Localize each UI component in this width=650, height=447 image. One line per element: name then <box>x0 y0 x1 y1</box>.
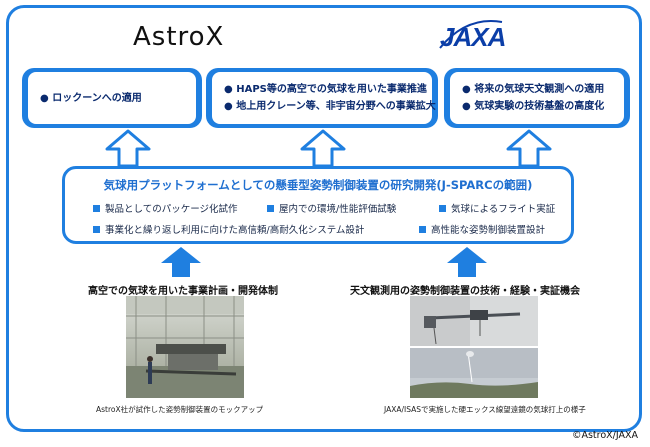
up-arrow-icon <box>300 129 346 168</box>
square-bullet-icon <box>267 204 274 212</box>
copyright: ©AstroX/JAXA <box>571 430 638 441</box>
scope-item: 事業化と繰り返し利用に向けた高信頼/高耐久化システム設計 <box>93 222 364 236</box>
bottom-left-caption: AstroX社が試作した姿勢制御装置のモックアップ <box>96 405 264 414</box>
scope-item-label: 製品としてのパッケージ化試作 <box>105 204 238 215</box>
launch-photo-bottom <box>410 348 538 398</box>
solid-up-arrow-icon <box>447 247 487 277</box>
launch-photo-top <box>410 296 538 346</box>
scope-item-label: 屋内での環境/性能評価試験 <box>279 204 397 215</box>
top-box-haps: ● HAPS等の高空での気球を用いた事業推進 ● 地上用クレーン等、非宇宙分野へ… <box>206 68 438 128</box>
launch-photo-bottom-image <box>410 348 538 398</box>
square-bullet-icon <box>419 225 426 233</box>
scope-item-label: 高性能な姿勢制御装置設計 <box>431 225 546 236</box>
up-arrow-icon <box>105 129 151 168</box>
top-box-item: ● 将来の気球天文観測への適用 <box>462 84 605 95</box>
square-bullet-icon <box>439 204 446 212</box>
scope-item-label: 気球によるフライト実証 <box>451 204 556 215</box>
top-box-rockoon: ● ロックーンへの適用 <box>22 68 202 128</box>
up-arrow-icon <box>506 129 552 168</box>
top-box-astronomy: ● 将来の気球天文観測への適用 ● 気球実験の技術基盤の高度化 <box>444 68 630 128</box>
top-box-item: ● 気球実験の技術基盤の高度化 <box>462 101 605 112</box>
top-box-item: ● 地上用クレーン等、非宇宙分野への事業拡大 <box>224 101 436 112</box>
mockup-photo <box>126 296 244 398</box>
bottom-right-caption: JAXA/ISASで実施した硬エックス線望遠鏡の気球打上の様子 <box>384 405 586 414</box>
astrox-logo-text: AstroX <box>133 22 225 52</box>
bottom-left-heading: 高空での気球を用いた事業計画・開発体制 <box>88 286 278 297</box>
solid-up-arrow-icon <box>161 247 201 277</box>
astrox-logo: AstroX <box>133 22 224 52</box>
square-bullet-icon <box>93 204 100 212</box>
scope-item: 屋内での環境/性能評価試験 <box>267 201 396 215</box>
mockup-photo-image <box>126 296 244 398</box>
scope-item: 気球によるフライト実証 <box>439 201 555 215</box>
jaxa-logo: JAXA <box>439 20 506 53</box>
outer-frame <box>6 5 642 432</box>
top-box-item: ● HAPS等の高空での気球を用いた事業推進 <box>224 84 427 95</box>
scope-item: 高性能な姿勢制御装置設計 <box>419 222 545 236</box>
top-box-item: ● ロックーンへの適用 <box>40 92 142 104</box>
launch-photo-top-image <box>410 296 538 346</box>
square-bullet-icon <box>93 225 100 233</box>
bottom-right-heading: 天文観測用の姿勢制御装置の技術・経験・実証機会 <box>350 286 580 297</box>
jaxa-swoosh-icon <box>439 20 503 49</box>
j-sparc-scope-box: 気球用プラットフォームとしての懸垂型姿勢制御装置の研究開発(J-SPARCの範囲… <box>62 166 574 244</box>
scope-item: 製品としてのパッケージ化試作 <box>93 201 238 215</box>
scope-item-label: 事業化と繰り返し利用に向けた高信頼/高耐久化システム設計 <box>105 225 365 236</box>
j-sparc-title: 気球用プラットフォームとしての懸垂型姿勢制御装置の研究開発(J-SPARCの範囲… <box>103 178 533 192</box>
